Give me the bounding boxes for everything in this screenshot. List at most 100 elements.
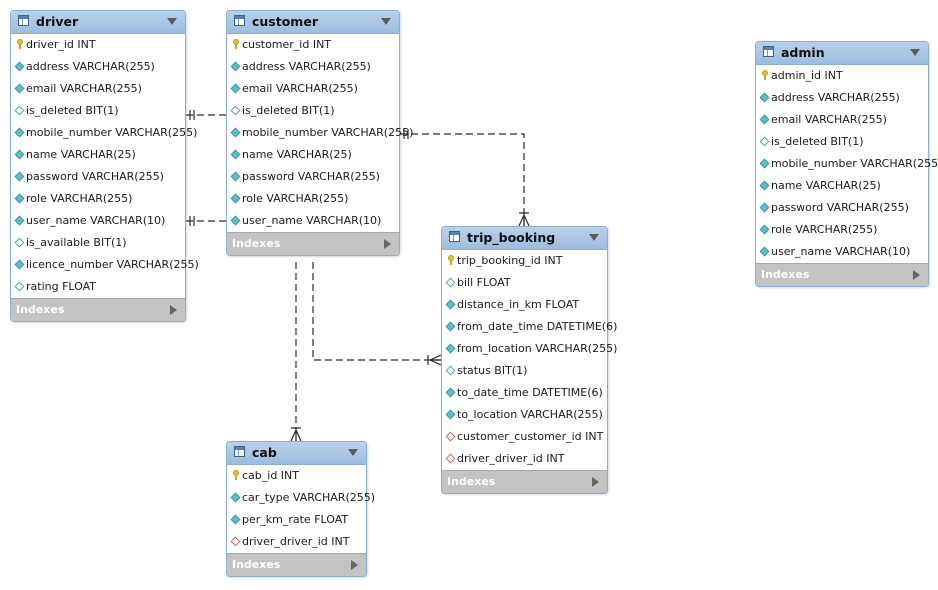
table-header[interactable]: cab	[227, 442, 366, 465]
foreign-key-diamond-icon	[230, 536, 241, 547]
table-column-row[interactable]: customer_id INT	[227, 34, 399, 56]
not-null-diamond-icon	[445, 321, 456, 332]
table-column-row[interactable]: address VARCHAR(255)	[756, 87, 928, 109]
table-column-row[interactable]: bill FLOAT	[442, 272, 607, 294]
table-column-row[interactable]: customer_customer_id INT	[442, 426, 607, 448]
table-column-row[interactable]: status BIT(1)	[442, 360, 607, 382]
relationship-driver-trip-booking[interactable]	[312, 262, 441, 361]
column-label: customer_customer_id INT	[457, 430, 604, 443]
expand-arrow-icon[interactable]	[384, 239, 391, 249]
column-label: email VARCHAR(255)	[771, 113, 887, 126]
column-label: role VARCHAR(255)	[26, 192, 133, 205]
not-null-diamond-icon	[759, 224, 770, 235]
table-column-row[interactable]: driver_id INT	[11, 34, 185, 56]
not-null-diamond-icon	[759, 92, 770, 103]
not-null-diamond-icon	[230, 215, 241, 226]
table-column-row[interactable]: to_date_time DATETIME(6)	[442, 382, 607, 404]
table-column-row[interactable]: email VARCHAR(255)	[227, 78, 399, 100]
not-null-diamond-icon	[445, 387, 456, 398]
table-column-row[interactable]: cab_id INT	[227, 465, 366, 487]
table-column-row[interactable]: per_km_rate FLOAT	[227, 509, 366, 531]
column-label: name VARCHAR(25)	[771, 179, 881, 192]
nullable-diamond-icon	[14, 105, 25, 116]
nullable-diamond-icon	[14, 237, 25, 248]
indexes-section[interactable]: Indexes	[227, 232, 399, 255]
table-column-row[interactable]: role VARCHAR(255)	[227, 188, 399, 210]
nullable-diamond-icon	[230, 105, 241, 116]
expand-arrow-icon[interactable]	[592, 477, 599, 487]
table-header[interactable]: driver	[11, 11, 185, 34]
table-column-row[interactable]: user_name VARCHAR(10)	[756, 241, 928, 263]
table-column-row[interactable]: email VARCHAR(255)	[11, 78, 185, 100]
table-column-row[interactable]: role VARCHAR(255)	[11, 188, 185, 210]
foreign-key-diamond-icon	[445, 431, 456, 442]
table-icon	[449, 231, 460, 242]
table-column-row[interactable]: is_deleted BIT(1)	[227, 100, 399, 122]
table-column-row[interactable]: rating FLOAT	[11, 276, 185, 298]
relationship-customer-trip-booking[interactable]	[400, 133, 525, 226]
indexes-section[interactable]: Indexes	[227, 553, 366, 576]
table-header[interactable]: customer	[227, 11, 399, 34]
table-column-row[interactable]: distance_in_km FLOAT	[442, 294, 607, 316]
collapse-arrow-icon[interactable]	[381, 18, 391, 25]
expand-arrow-icon[interactable]	[913, 270, 920, 280]
table-column-row[interactable]: mobile_number VARCHAR(255)	[11, 122, 197, 144]
table-header[interactable]: trip_booking	[442, 227, 607, 250]
collapse-arrow-icon[interactable]	[348, 449, 358, 456]
not-null-diamond-icon	[14, 83, 25, 94]
table-column-row[interactable]: password VARCHAR(255)	[756, 197, 928, 219]
table-column-row[interactable]: from_date_time DATETIME(6)	[442, 316, 617, 338]
table-column-row[interactable]: from_location VARCHAR(255)	[442, 338, 617, 360]
not-null-diamond-icon	[445, 409, 456, 420]
table-title: cab	[252, 445, 277, 460]
crows-foot-icon	[427, 354, 442, 366]
table-column-row[interactable]: admin_id INT	[756, 65, 928, 87]
table-column-row[interactable]: name VARCHAR(25)	[227, 144, 399, 166]
table-column-row[interactable]: licence_number VARCHAR(255)	[11, 254, 199, 276]
table-column-row[interactable]: is_deleted BIT(1)	[756, 131, 928, 153]
table-icon	[763, 46, 774, 57]
collapse-arrow-icon[interactable]	[589, 234, 599, 241]
table-column-row[interactable]: mobile_number VARCHAR(255)	[756, 153, 938, 175]
collapse-arrow-icon[interactable]	[167, 18, 177, 25]
not-null-diamond-icon	[230, 61, 241, 72]
table-column-row[interactable]: car_type VARCHAR(255)	[227, 487, 375, 509]
table-column-row[interactable]: address VARCHAR(255)	[227, 56, 399, 78]
expand-arrow-icon[interactable]	[170, 305, 177, 315]
column-label: user_name VARCHAR(10)	[771, 245, 911, 258]
table-column-row[interactable]: driver_driver_id INT	[227, 531, 366, 553]
table-column-row[interactable]: user_name VARCHAR(10)	[227, 210, 399, 232]
table-column-row[interactable]: is_deleted BIT(1)	[11, 100, 185, 122]
table-column-row[interactable]: to_location VARCHAR(255)	[442, 404, 607, 426]
column-label: from_location VARCHAR(255)	[457, 342, 618, 355]
expand-arrow-icon[interactable]	[351, 560, 358, 570]
table-column-row[interactable]: is_available BIT(1)	[11, 232, 185, 254]
table-column-row[interactable]: password VARCHAR(255)	[11, 166, 185, 188]
collapse-arrow-icon[interactable]	[910, 49, 920, 56]
table-column-row[interactable]: role VARCHAR(255)	[756, 219, 928, 241]
column-label: is_deleted BIT(1)	[26, 104, 119, 117]
key-icon	[233, 39, 239, 50]
not-null-diamond-icon	[14, 61, 25, 72]
table-column-row[interactable]: name VARCHAR(25)	[11, 144, 185, 166]
table-column-row[interactable]: mobile_number VARCHAR(255)	[227, 122, 413, 144]
indexes-section[interactable]: Indexes	[11, 298, 185, 321]
table-column-row[interactable]: trip_booking_id INT	[442, 250, 607, 272]
table-header[interactable]: admin	[756, 42, 928, 65]
indexes-section[interactable]: Indexes	[756, 263, 928, 286]
table-column-row[interactable]: driver_driver_id INT	[442, 448, 607, 470]
indexes-section[interactable]: Indexes	[442, 470, 607, 493]
table-column-row[interactable]: address VARCHAR(255)	[11, 56, 185, 78]
table-column-row[interactable]: password VARCHAR(255)	[227, 166, 399, 188]
table-column-row[interactable]: user_name VARCHAR(10)	[11, 210, 185, 232]
table-column-row[interactable]: email VARCHAR(255)	[756, 109, 928, 131]
indexes-label: Indexes	[232, 237, 281, 250]
not-null-diamond-icon	[759, 202, 770, 213]
table-column-row[interactable]: name VARCHAR(25)	[756, 175, 928, 197]
